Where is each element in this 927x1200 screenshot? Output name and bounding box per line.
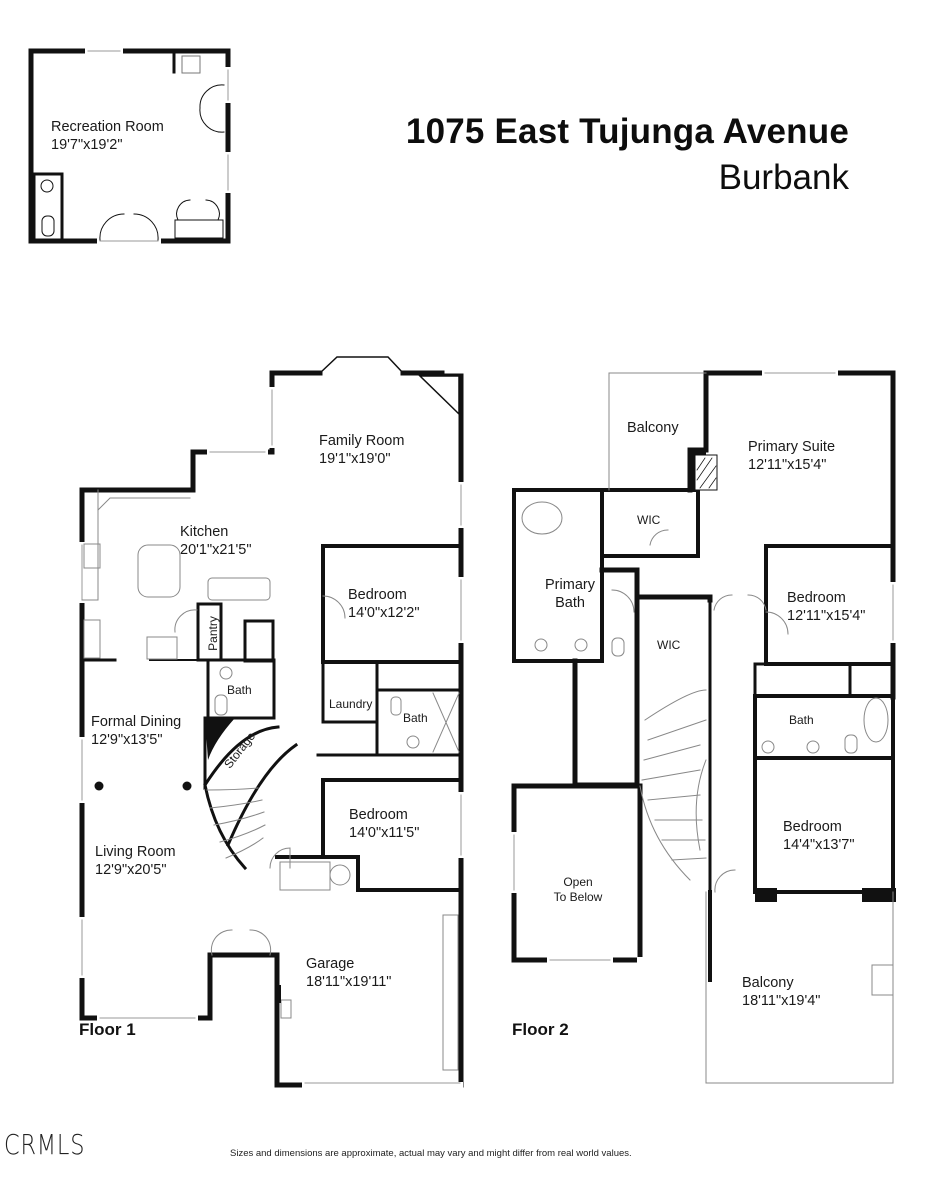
room-size: 18'11"x19'4" <box>742 993 821 1009</box>
room-name: Recreation Room <box>51 119 164 135</box>
disclaimer-text: Sizes and dimensions are approximate, ac… <box>230 1148 632 1159</box>
room-garage: Garage 18'11"x19'11" <box>306 955 391 991</box>
floor2-label: Floor 2 <box>512 1020 569 1039</box>
property-city: Burbank <box>718 158 849 197</box>
room-size: 19'1"x19'0" <box>319 451 391 467</box>
room-wic-b: WIC <box>657 638 681 652</box>
room-name: Bedroom <box>787 590 846 606</box>
room-name: Bedroom <box>348 587 407 603</box>
room-size: 12'11"x15'4" <box>748 457 827 473</box>
room-kitchen: Kitchen 20'1"x21'5" <box>180 523 251 559</box>
room-name: Primary Suite <box>748 439 836 455</box>
room-recreation: Recreation Room 19'7"x19'2" <box>51 118 164 154</box>
room-size: 12'9"x13'5" <box>91 732 163 748</box>
room-laundry: Laundry <box>329 697 373 711</box>
room-size: 18'11"x19'11" <box>306 974 392 990</box>
room-bath-1a: Bath <box>227 683 252 697</box>
crmls-logo: CRMLS <box>4 1128 86 1161</box>
room-name-line1: Primary <box>545 577 595 593</box>
room-bedroom-1a: Bedroom 14'0"x12'2" <box>348 586 419 622</box>
label-line1: Open <box>563 875 593 889</box>
room-bedroom-2a: Bedroom 12'11"x15'4" <box>787 589 865 625</box>
room-size: 20'1"x21'5" <box>180 542 252 558</box>
room-bedroom-2b: Bedroom 14'4"x13'7" <box>783 818 854 854</box>
property-address: 1075 East Tujunga Avenue <box>405 112 849 151</box>
room-size: 14'4"x13'7" <box>783 837 855 853</box>
room-size: 12'9"x20'5" <box>95 862 167 878</box>
room-name: Garage <box>306 956 355 972</box>
room-formal-dining: Formal Dining 12'9"x13'5" <box>91 713 181 749</box>
recreation-room-walls <box>28 48 231 244</box>
label-line2: To Below <box>553 890 603 904</box>
room-name: Formal Dining <box>91 714 182 730</box>
room-primary-suite: Primary Suite 12'11"x15'4" <box>748 438 835 474</box>
room-bedroom-1b: Bedroom 14'0"x11'5" <box>349 806 419 842</box>
room-pantry: Pantry <box>205 616 220 651</box>
room-balcony-2a: Balcony <box>627 420 679 436</box>
floor1-label: Floor 1 <box>79 1020 136 1039</box>
room-wic-a: WIC <box>637 513 661 527</box>
room-name: Bedroom <box>349 807 408 823</box>
room-bath-1b: Bath <box>403 711 428 725</box>
room-size: 14'0"x11'5" <box>349 825 420 841</box>
floor1-walls <box>79 356 464 1088</box>
room-family-room: Family Room 19'1"x19'0" <box>319 432 404 468</box>
room-name: Bedroom <box>783 819 842 835</box>
room-open-to-below: Open To Below <box>546 875 610 905</box>
room-name: Balcony <box>742 975 794 991</box>
room-size: 12'11"x15'4" <box>787 608 866 624</box>
room-balcony-2b: Balcony 18'11"x19'4" <box>742 974 820 1010</box>
room-bath-2: Bath <box>789 713 814 727</box>
room-primary-bath: Primary Bath <box>540 576 600 612</box>
room-name-line2: Bath <box>555 595 585 611</box>
room-name: Kitchen <box>180 524 229 540</box>
room-name: Family Room <box>319 433 405 449</box>
room-living-room: Living Room 12'9"x20'5" <box>95 843 176 879</box>
room-name: Living Room <box>95 844 176 860</box>
room-size: 19'7"x19'2" <box>51 137 123 153</box>
room-size: 14'0"x12'2" <box>348 605 420 621</box>
